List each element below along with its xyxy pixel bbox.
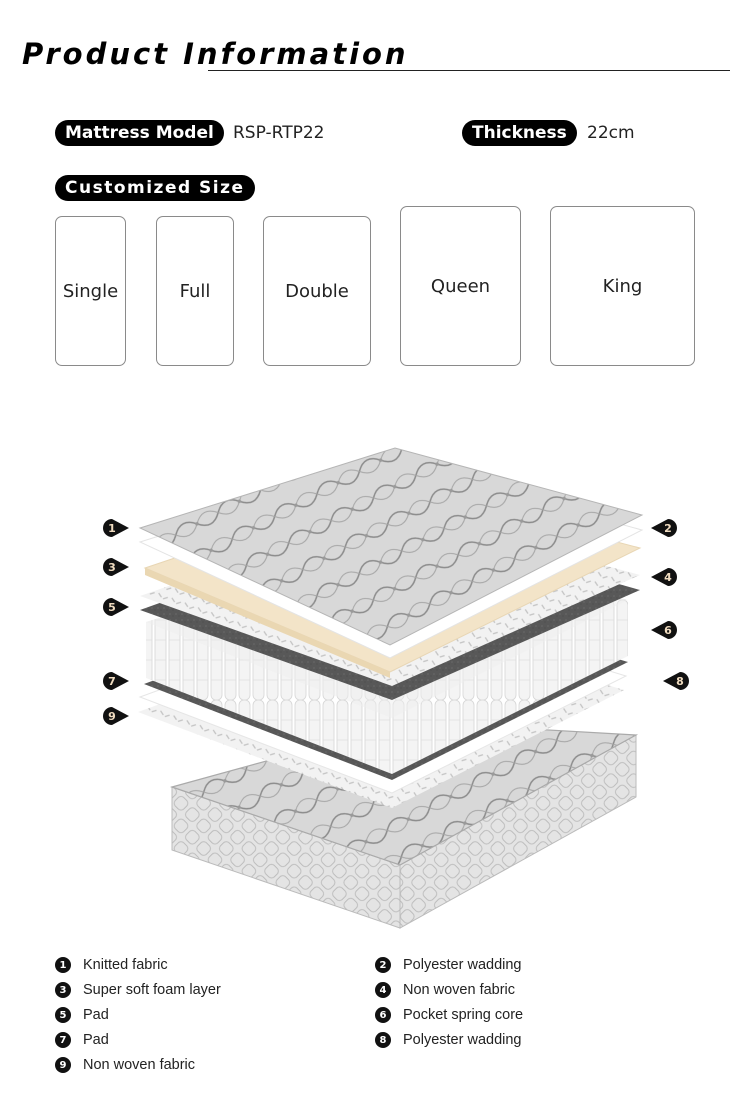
legend-label: Knitted fabric bbox=[83, 957, 168, 973]
marker-7: 7 bbox=[103, 672, 129, 690]
marker-3: 3 bbox=[103, 558, 129, 576]
mattress-model-label: Mattress Model bbox=[55, 120, 224, 146]
marker-9: 9 bbox=[103, 707, 129, 725]
legend-label: Polyester wadding bbox=[403, 957, 522, 973]
legend-item-2: 2 Polyester wadding bbox=[375, 955, 522, 975]
number-badge-icon: 6 bbox=[375, 1007, 391, 1023]
size-card-queen[interactable]: Queen bbox=[400, 206, 521, 366]
size-card-double[interactable]: Double bbox=[263, 216, 371, 366]
svg-text:8: 8 bbox=[676, 675, 684, 688]
marker-pin-icon: 5 bbox=[103, 598, 129, 616]
size-label: Full bbox=[179, 280, 211, 302]
thickness-value: 22cm bbox=[587, 123, 635, 143]
svg-text:2: 2 bbox=[664, 522, 672, 535]
legend-label: Non woven fabric bbox=[83, 1057, 196, 1073]
mattress-layers-diagram bbox=[138, 447, 644, 929]
mattress-model-value: RSP-RTP22 bbox=[233, 123, 325, 143]
size-card-full[interactable]: Full bbox=[156, 216, 234, 366]
marker-pin-icon: 6 bbox=[651, 621, 677, 639]
legend-item-3: 3 Super soft foam layer bbox=[55, 980, 221, 1000]
number-badge-icon: 7 bbox=[55, 1032, 71, 1048]
marker-6: 6 bbox=[651, 621, 677, 639]
legend-label: Pad bbox=[83, 1007, 109, 1023]
size-label: Queen bbox=[430, 275, 491, 297]
number-badge-icon: 8 bbox=[375, 1032, 391, 1048]
legend-item-5: 5 Pad bbox=[55, 1005, 109, 1025]
marker-2: 2 bbox=[651, 519, 677, 537]
marker-4: 4 bbox=[651, 568, 677, 586]
marker-pin-icon: 7 bbox=[103, 672, 129, 690]
svg-text:5: 5 bbox=[108, 601, 116, 614]
page-title: Product Information bbox=[22, 37, 409, 71]
legend-item-7: 7 Pad bbox=[55, 1030, 109, 1050]
legend-item-6: 6 Pocket spring core bbox=[375, 1005, 523, 1025]
svg-text:3: 3 bbox=[108, 561, 116, 574]
svg-text:9: 9 bbox=[108, 710, 116, 723]
size-card-single[interactable]: Single bbox=[55, 216, 126, 366]
size-label: Single bbox=[62, 280, 119, 302]
marker-pin-icon: 3 bbox=[103, 558, 129, 576]
number-badge-icon: 4 bbox=[375, 982, 391, 998]
number-badge-icon: 9 bbox=[55, 1057, 71, 1073]
thickness-label: Thickness bbox=[462, 120, 577, 146]
customized-size-label: Customized Size bbox=[55, 175, 255, 201]
svg-text:7: 7 bbox=[108, 675, 116, 688]
marker-1: 1 bbox=[103, 519, 129, 537]
size-label: Double bbox=[285, 280, 349, 302]
number-badge-icon: 3 bbox=[55, 982, 71, 998]
legend-item-9: 9 Non woven fabric bbox=[55, 1055, 195, 1075]
number-badge-icon: 2 bbox=[375, 957, 391, 973]
layer-1-knitted-fabric bbox=[138, 447, 644, 646]
number-badge-icon: 5 bbox=[55, 1007, 71, 1023]
legend-label: Pad bbox=[83, 1032, 109, 1048]
marker-8: 8 bbox=[663, 672, 689, 690]
marker-pin-icon: 2 bbox=[651, 519, 677, 537]
size-label: King bbox=[602, 275, 643, 297]
svg-text:6: 6 bbox=[664, 624, 672, 637]
marker-pin-icon: 9 bbox=[103, 707, 129, 725]
legend-label: Polyester wadding bbox=[403, 1032, 522, 1048]
legend-item-1: 1 Knitted fabric bbox=[55, 955, 168, 975]
legend-label: Pocket spring core bbox=[403, 1007, 524, 1023]
marker-5: 5 bbox=[103, 598, 129, 616]
marker-pin-icon: 8 bbox=[663, 672, 689, 690]
svg-text:4: 4 bbox=[664, 571, 672, 584]
legend-label: Super soft foam layer bbox=[83, 982, 221, 998]
marker-pin-icon: 4 bbox=[651, 568, 677, 586]
number-badge-icon: 1 bbox=[55, 957, 71, 973]
marker-pin-icon: 1 bbox=[103, 519, 129, 537]
title-underline bbox=[208, 70, 730, 71]
legend-item-8: 8 Polyester wadding bbox=[375, 1030, 522, 1050]
size-card-king[interactable]: King bbox=[550, 206, 695, 366]
svg-text:1: 1 bbox=[108, 522, 116, 535]
legend-label: Non woven fabric bbox=[403, 982, 516, 998]
legend-item-4: 4 Non woven fabric bbox=[375, 980, 515, 1000]
